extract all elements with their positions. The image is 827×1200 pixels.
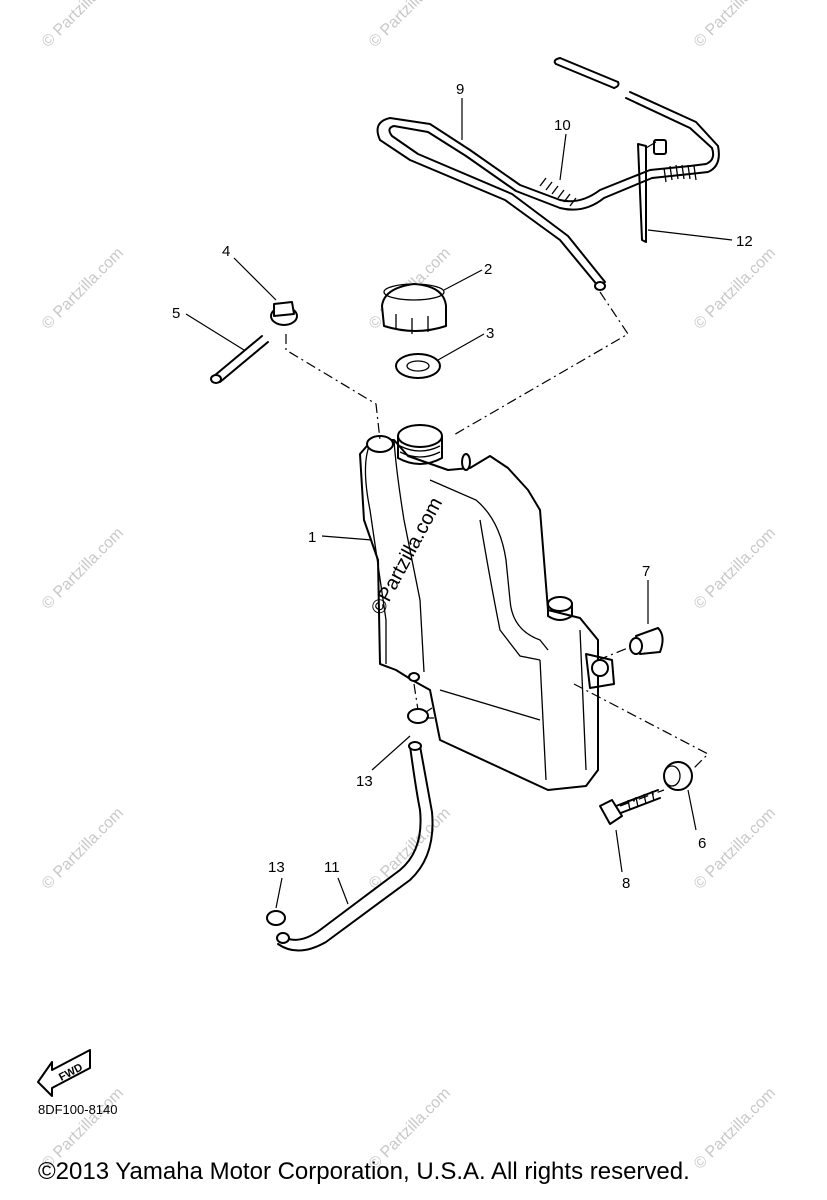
part-13-clamp bbox=[407, 707, 434, 724]
watermark: © Partzilla.com bbox=[366, 0, 454, 51]
part-6-damper bbox=[663, 761, 693, 791]
watermark: © Partzilla.com bbox=[39, 245, 127, 333]
part-5-tube bbox=[210, 335, 269, 384]
callout-4: 4 bbox=[222, 243, 230, 260]
watermark: © Partzilla.com bbox=[691, 1085, 779, 1173]
watermark: © Partzilla.com bbox=[691, 525, 779, 613]
watermark: © Partzilla.com bbox=[39, 805, 127, 893]
callout-13: 13 bbox=[356, 773, 373, 790]
part-1-tank bbox=[359, 424, 615, 791]
callout-11: 11 bbox=[324, 859, 340, 876]
hose-pieces bbox=[553, 57, 620, 89]
callout-5: 5 bbox=[172, 305, 180, 322]
callout-10: 10 bbox=[554, 117, 571, 134]
watermark: © Partzilla.com bbox=[39, 0, 127, 51]
callouts: 1 2 3 4 5 6 7 8 9 10 11 12 13 13 bbox=[172, 81, 753, 892]
part-2-cap bbox=[381, 283, 447, 334]
callout-6: 6 bbox=[698, 835, 706, 852]
part-3-gasket bbox=[395, 353, 441, 379]
watermark: © Partzilla.com bbox=[39, 525, 127, 613]
fwd-arrow-icon: FWD bbox=[37, 1049, 91, 1097]
diagram-reference-code: 8DF100-8140 bbox=[38, 1102, 118, 1117]
callout-13: 13 bbox=[268, 859, 285, 876]
callout-12: 12 bbox=[736, 233, 753, 250]
part-9-hose bbox=[376, 91, 720, 291]
callout-8: 8 bbox=[622, 875, 630, 892]
callout-2: 2 bbox=[484, 261, 492, 278]
callout-3: 3 bbox=[486, 325, 494, 342]
callout-9: 9 bbox=[456, 81, 464, 98]
assembly-lines bbox=[285, 291, 710, 807]
part-13-clamp bbox=[266, 910, 286, 926]
part-7-grommet bbox=[629, 627, 664, 655]
part-10-spring bbox=[539, 164, 697, 207]
part-4-small-cap bbox=[270, 301, 298, 326]
part-11-hose bbox=[276, 741, 434, 952]
watermark: © Partzilla.com bbox=[691, 245, 779, 333]
part-12-clip bbox=[637, 139, 667, 243]
callout-1: 1 bbox=[308, 529, 316, 546]
leader-lines bbox=[185, 98, 733, 909]
part-8-bolt bbox=[599, 789, 661, 825]
callout-7: 7 bbox=[642, 563, 650, 580]
watermark: © Partzilla.com bbox=[691, 0, 779, 51]
copyright-notice: ©2013 Yamaha Motor Corporation, U.S.A. A… bbox=[38, 1158, 690, 1185]
